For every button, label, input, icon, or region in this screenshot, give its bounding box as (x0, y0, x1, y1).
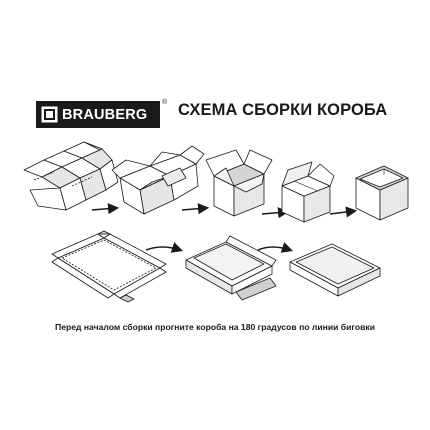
brand-name: BRAUBERG (62, 106, 148, 123)
box-step-3-flaps-open (205, 149, 273, 217)
arrow-5 (145, 242, 184, 253)
brand-logo: BRAUBERG (36, 101, 160, 128)
lid-step-3-assembled (289, 243, 381, 297)
brauberg-logo-icon (41, 106, 58, 123)
box-step-4-flaps-closing (281, 161, 335, 223)
page-title: СХЕМА СБОРКИ КОРОБА (178, 101, 388, 119)
arrow-4 (329, 206, 358, 218)
box-step-1-blank (23, 141, 119, 211)
registered-mark: ® (162, 99, 168, 106)
arrow-2 (181, 203, 210, 215)
box-step-2-folding (111, 145, 205, 215)
assembly-instruction: Перед началом сборки прогните короба на … (55, 322, 375, 332)
lid-step-1-blank (51, 230, 167, 303)
arrow-6 (257, 242, 294, 253)
lid-step-2-folding (185, 235, 277, 301)
arrow-1 (91, 203, 120, 215)
box-step-5-assembled (355, 165, 409, 221)
